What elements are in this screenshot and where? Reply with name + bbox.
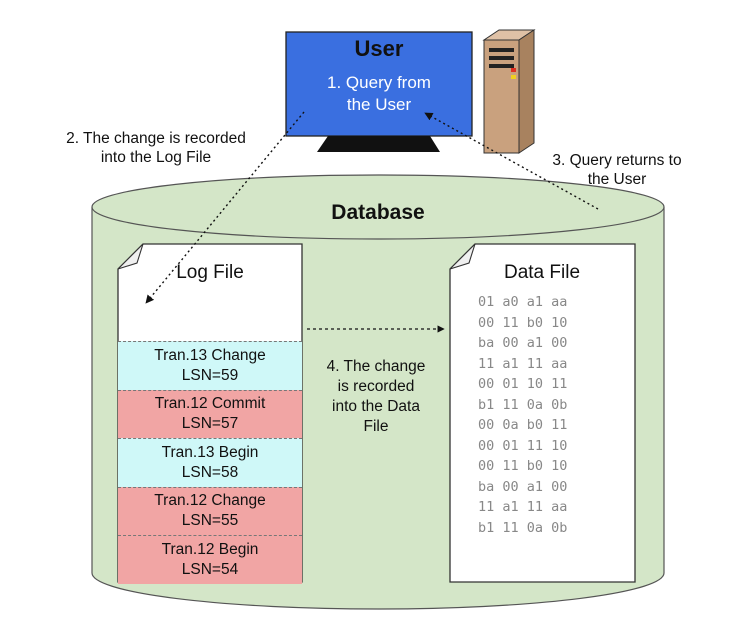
data-file-row: b1 11 0a 0b bbox=[478, 396, 568, 413]
data-file-title: Data File bbox=[503, 262, 581, 283]
data-file-row: b1 11 0a 0b bbox=[478, 519, 568, 536]
log-file-corner-fold bbox=[117, 243, 144, 270]
data-file-row: 11 a1 11 aa bbox=[478, 499, 568, 515]
server-drive-slot bbox=[489, 64, 514, 68]
log-entry: Tran.12 Commit LSN=57 bbox=[118, 389, 302, 438]
user-title: User bbox=[354, 36, 404, 61]
log-entry-text: Tran.13 Change LSN=59 bbox=[154, 346, 266, 384]
server-led-yellow bbox=[511, 75, 516, 79]
monitor-screen bbox=[285, 31, 473, 137]
log-entry: Tran.12 Change LSN=55 bbox=[118, 486, 302, 535]
log-entry-text: Tran.13 Begin LSN=58 bbox=[161, 443, 259, 481]
data-file-row: ba 00 a1 00 bbox=[478, 478, 568, 495]
data-file-row: 00 0a b0 11 bbox=[478, 417, 568, 433]
log-entry-text: Tran.12 Change LSN=55 bbox=[154, 492, 266, 530]
step-2-label: 2. The change is recorded into the Log F… bbox=[66, 130, 246, 166]
log-entry: Tran.13 Begin LSN=58 bbox=[118, 438, 302, 487]
log-entry-text: Tran.12 Begin LSN=54 bbox=[161, 540, 259, 578]
data-file-row: 11 a1 11 aa bbox=[478, 355, 568, 372]
log-entry: Tran.12 Begin LSN=54 bbox=[118, 535, 302, 584]
monitor-stand bbox=[317, 136, 440, 152]
step-4-label: 4. The change is recorded into the Data … bbox=[326, 358, 426, 435]
server-tower-side bbox=[518, 29, 535, 154]
log-entry-text: Tran.12 Commit LSN=57 bbox=[154, 395, 266, 433]
data-file-row: 00 11 b0 10 bbox=[478, 314, 568, 331]
server-drive-slot bbox=[489, 48, 514, 52]
data-file-row: 01 a0 a1 aa bbox=[478, 294, 568, 310]
data-file-row: 00 01 11 10 bbox=[478, 437, 568, 454]
server-led-red bbox=[511, 68, 516, 72]
data-file-row: 00 11 b0 10 bbox=[478, 458, 568, 474]
log-entry: Tran.13 Change LSN=59 bbox=[118, 341, 302, 390]
data-file-row: 00 01 10 11 bbox=[478, 376, 568, 392]
arrow-to-log-file bbox=[145, 111, 305, 304]
server-drive-slot bbox=[489, 56, 514, 60]
database-cylinder-top bbox=[91, 174, 665, 240]
query-from-user-label: 1. Query from the User bbox=[327, 73, 431, 114]
data-file-contents: 01 a0 a1 aa 00 11 b0 10 ba 00 a1 00 11 a1 1… bbox=[478, 292, 567, 538]
data-file-corner-fold bbox=[449, 243, 476, 270]
log-file-title: Log File bbox=[176, 262, 244, 283]
step-3-label: 3. Query returns to the User bbox=[552, 152, 682, 188]
database-title: Database bbox=[331, 201, 425, 224]
data-file-row: ba 00 a1 00 bbox=[478, 335, 568, 351]
